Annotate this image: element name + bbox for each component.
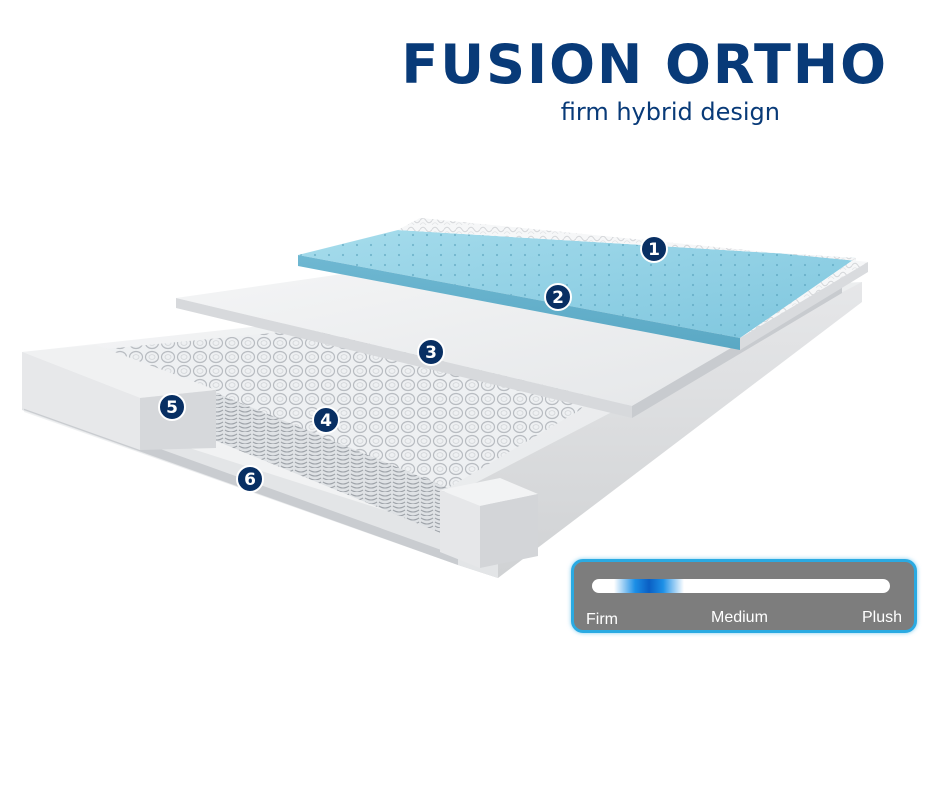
layer-marker-1[interactable]: 1 <box>640 235 668 263</box>
layer-marker-3[interactable]: 3 <box>417 338 445 366</box>
corner-block-top <box>440 478 538 506</box>
quilted-cover-body <box>398 218 868 338</box>
layer-marker-4[interactable]: 4 <box>312 406 340 434</box>
layer-marker-1-number: 1 <box>648 240 660 260</box>
firmness-label-firm: Firm <box>586 611 618 628</box>
firmness-label-plush: Plush <box>861 609 902 626</box>
product-title: FUSION ORTHO <box>401 33 888 96</box>
edge-support-block-front <box>22 352 140 450</box>
gel-foam-dots <box>298 230 856 338</box>
pocket-springs-side <box>214 392 448 536</box>
layer-marker-5-number: 5 <box>166 398 178 418</box>
layer-marker-3-number: 3 <box>425 343 437 363</box>
layer-marker-6-number: 6 <box>244 470 256 490</box>
firmness-marker <box>613 579 684 593</box>
edge-support-block-top <box>22 345 216 398</box>
layer-marker-4-number: 4 <box>320 411 332 431</box>
firmness-scale: Firm Medium Plush <box>571 559 917 633</box>
firmness-label-medium: Medium <box>711 609 768 626</box>
layer-marker-2-number: 2 <box>552 288 564 308</box>
firmness-track <box>592 579 890 593</box>
layer-marker-6[interactable]: 6 <box>236 465 264 493</box>
corner-block-side <box>480 494 538 568</box>
corner-block-front <box>440 490 480 568</box>
layer-marker-5[interactable]: 5 <box>158 393 186 421</box>
support-foam-edge <box>176 298 632 418</box>
product-subtitle: firm hybrid design <box>560 98 780 126</box>
layer-marker-2[interactable]: 2 <box>544 283 572 311</box>
base-frame-right-side <box>458 282 862 578</box>
quilted-cover-side <box>740 262 868 350</box>
gel-foam-edge <box>298 255 740 350</box>
